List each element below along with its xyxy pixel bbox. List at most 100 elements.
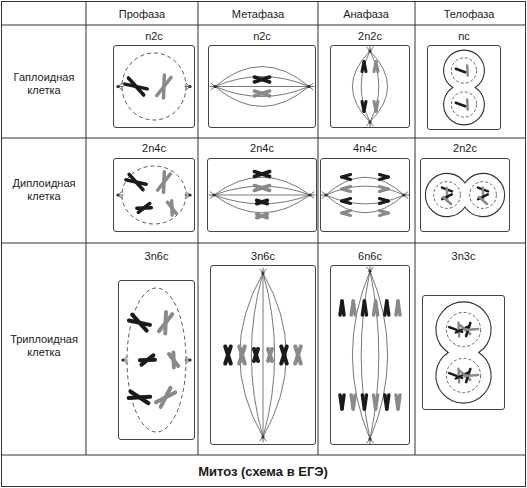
cell-box: 6n6c [330,265,410,445]
chromatid [374,395,376,409]
chromatid [351,301,353,315]
chromosome [254,172,269,177]
spindle-fiber [214,195,310,204]
chromosome [225,346,231,363]
aster-ray [404,192,408,195]
spindle-fiber [263,273,286,437]
aster-ray [186,192,190,195]
chromosome [257,200,268,203]
chromatid [374,301,376,315]
cell-box: n2c [113,45,195,128]
spindle-fiber [214,195,310,196]
formula-label: n2c [145,30,163,43]
formula-label: 3n6c [145,250,169,263]
grid-line [2,25,526,26]
formula-label: 6n6c [358,250,382,263]
aster-ray [118,192,122,195]
chromosome [257,214,268,217]
aster-ray [370,47,373,51]
chromatid [396,395,398,409]
row-header: Триплоидная клетка [4,333,84,359]
spindle-fiber [251,273,263,437]
aster-ray [404,195,408,198]
spindle-fiber [215,87,309,107]
chromosome [129,174,143,189]
grid-line [2,243,526,244]
spindle-fiber [215,77,309,87]
chromosome [171,352,176,367]
formula-label: 3n6c [251,250,275,263]
cell-box: nc [427,45,501,130]
chromatid [379,199,388,202]
chromosome [443,197,451,204]
chromosome [465,329,479,330]
chromosome [281,346,287,363]
nuclear-envelope [127,288,186,432]
chromatid [362,101,364,111]
chromosome [225,346,231,363]
nuclear-envelope [122,166,186,224]
chromosome [456,69,466,72]
chromosome [156,392,175,402]
chromatid [351,395,353,409]
nucleus [434,182,461,209]
spindle-fiber [326,195,404,204]
cell-box: 2n2c [420,158,510,232]
chromosome [157,77,171,95]
chromatid [396,301,398,315]
chromosome [254,172,269,177]
spindle-fiber [240,273,263,437]
dividing-cell [444,50,485,125]
dividing-cell [436,302,491,403]
nucleus [451,92,476,117]
chromatid [385,395,387,409]
spindle-fiber [263,273,264,437]
spindle-fiber [326,186,404,195]
aster-ray [186,195,190,198]
aster-ray [367,267,370,271]
chromosome [254,349,258,361]
chromosome [257,214,268,217]
aster-ray [118,87,122,90]
chromatid [385,301,387,315]
chromosome [254,349,258,361]
spindle-fiber [263,273,275,437]
chromosome [239,346,245,363]
chromosome [257,200,268,203]
aster-ray [263,269,266,273]
cell-box: 2n4c [113,158,195,232]
aster-ray [310,192,314,195]
chromosome [295,346,301,363]
cell-box: 3n6c [210,265,316,445]
chromosome [466,65,469,75]
chromosome [254,91,269,96]
chromosome [268,349,272,361]
cell-box: n2c [208,45,316,128]
spindle-fiber [370,51,379,122]
aster-ray [186,360,190,363]
chromosome [128,78,143,95]
spindle-fiber [326,177,404,195]
chromosome [130,391,148,403]
formula-label: 2n4c [142,142,166,155]
column-header: Метафаза [232,8,284,21]
aster-ray [309,83,313,86]
nucleus [446,312,480,346]
nucleus [446,358,480,392]
chromosome [479,197,487,204]
chromosome [254,77,269,82]
chromatid [362,62,364,72]
cell-box: 2n2c [330,45,410,128]
grid-line [318,2,319,456]
chromosome [158,174,171,190]
chromatid [362,301,364,315]
chromatid [342,211,351,214]
chromatid [374,62,376,72]
column-header: Анафаза [343,8,389,21]
spindle-fiber [215,86,309,87]
chromosome [254,91,269,96]
aster-ray [309,87,313,90]
aster-ray [186,83,190,86]
spindle-fiber [215,87,309,97]
